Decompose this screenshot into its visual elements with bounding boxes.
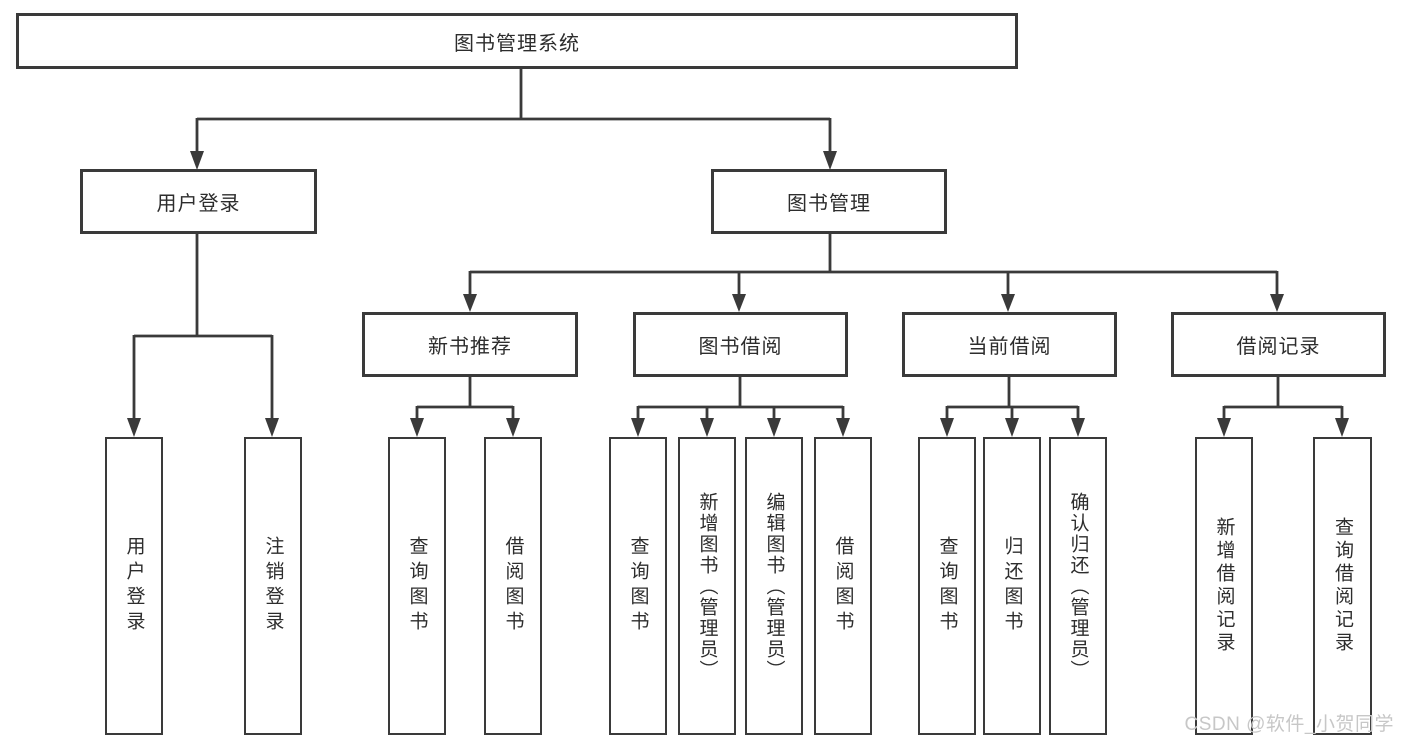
- leaf-query-books-2: 查询图书: [609, 437, 667, 735]
- leaf-add-books-admin: 新增图书（管理员）: [678, 437, 736, 735]
- arrowhead: [1335, 418, 1349, 437]
- leaf-label: 归还图书: [1001, 536, 1023, 636]
- arrowhead: [1071, 418, 1085, 437]
- arrowhead: [265, 418, 279, 437]
- leaf-query-books-1: 查询图书: [388, 437, 446, 735]
- leaf-label: 新增借阅记录: [1213, 517, 1235, 655]
- arrowhead: [836, 418, 850, 437]
- leaf-label: 查询图书: [936, 536, 958, 636]
- leaf-label: 编辑图书（管理员）: [763, 491, 785, 681]
- leaf-confirm-return-admin: 确认归还（管理员）: [1049, 437, 1107, 735]
- node-book-management: 图书管理: [711, 169, 947, 234]
- leaf-label: 用户登录: [123, 536, 145, 636]
- csdn-watermark: CSDN @软件_小贺同学: [1184, 714, 1394, 735]
- leaf-label: 注销登录: [262, 536, 284, 636]
- leaf-label: 确认归还（管理员）: [1067, 491, 1089, 681]
- node-root-library-system: 图书管理系统: [16, 13, 1018, 69]
- arrowhead: [463, 294, 477, 312]
- leaf-query-books-3: 查询图书: [918, 437, 976, 735]
- node-current-borrow: 当前借阅: [902, 312, 1117, 377]
- leaf-label: 借阅图书: [832, 536, 854, 636]
- arrowhead: [1217, 418, 1231, 437]
- node-new-book-recommend: 新书推荐: [362, 312, 578, 377]
- node-user-login: 用户登录: [80, 169, 317, 234]
- leaf-edit-books-admin: 编辑图书（管理员）: [745, 437, 803, 735]
- leaf-logout: 注销登录: [244, 437, 302, 735]
- arrowhead: [190, 151, 204, 170]
- arrowhead: [631, 418, 645, 437]
- arrowhead: [1001, 294, 1015, 312]
- arrowhead: [506, 418, 520, 437]
- arrowhead: [700, 418, 714, 437]
- leaf-user-login: 用户登录: [105, 437, 163, 735]
- leaf-label: 借阅图书: [502, 536, 524, 636]
- leaf-label: 查询图书: [406, 536, 428, 636]
- arrowhead: [410, 418, 424, 437]
- leaf-add-borrow-record: 新增借阅记录: [1195, 437, 1253, 735]
- leaf-label: 查询图书: [627, 536, 649, 636]
- leaf-borrow-books-1: 借阅图书: [484, 437, 542, 735]
- arrowhead: [940, 418, 954, 437]
- leaf-query-borrow-record: 查询借阅记录: [1313, 437, 1372, 735]
- arrowhead: [767, 418, 781, 437]
- node-book-borrow: 图书借阅: [633, 312, 848, 377]
- arrowhead: [823, 151, 837, 170]
- arrowhead: [1270, 294, 1284, 312]
- leaf-borrow-books-2: 借阅图书: [814, 437, 872, 735]
- leaf-return-books: 归还图书: [983, 437, 1041, 735]
- leaf-label: 新增图书（管理员）: [696, 491, 718, 681]
- node-borrow-records: 借阅记录: [1171, 312, 1386, 377]
- arrowhead: [732, 294, 746, 312]
- arrowhead: [1005, 418, 1019, 437]
- arrowhead: [127, 418, 141, 437]
- leaf-label: 查询借阅记录: [1332, 517, 1353, 655]
